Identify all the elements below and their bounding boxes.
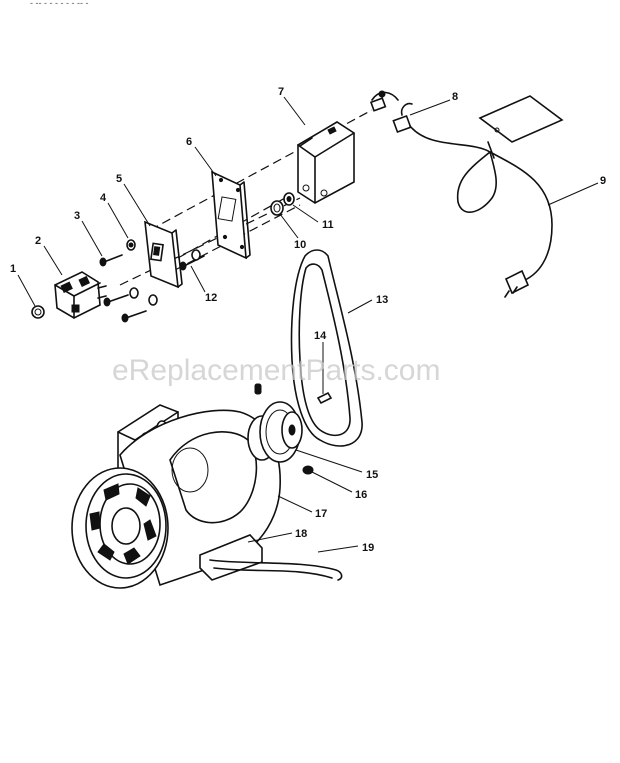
part-8-wire-connectors	[369, 90, 413, 134]
part-7-junction-box	[297, 121, 355, 204]
part-17-motor	[71, 404, 281, 589]
callout-13: 13	[376, 294, 388, 306]
part-14-key	[316, 391, 333, 405]
callout-9: 9	[600, 175, 606, 187]
part-3-screw	[99, 254, 123, 267]
part-10-grommet	[270, 200, 284, 216]
callout-10: 10	[294, 239, 306, 251]
mounting-screws	[103, 287, 158, 323]
callout-16-lower: 16	[355, 489, 367, 501]
leader-lines	[17, 96, 599, 553]
header-fragment: - -- - - - - - - -- -	[30, 0, 88, 8]
part-1-knob	[31, 305, 45, 319]
callout-numbers: 1 2 3 4 5 6 7 8 9 10 11 12 13 14 15 16 1…	[10, 86, 606, 554]
part-12-screw	[179, 249, 205, 271]
part-2-switch	[54, 271, 107, 319]
callout-18: 18	[295, 528, 307, 540]
callout-4: 4	[100, 192, 107, 204]
part-16-set-screw-top	[254, 383, 262, 395]
part-16-set-screw-bottom	[302, 465, 314, 475]
callout-6: 6	[186, 136, 192, 148]
callout-17: 17	[315, 508, 327, 520]
callout-15: 15	[366, 469, 378, 481]
part-15-pulley	[259, 401, 303, 463]
part-6-cover-plate	[211, 170, 251, 260]
callout-2: 2	[35, 235, 41, 247]
part-9-power-cord	[409, 95, 564, 298]
watermark-text: eReplacementParts.com	[112, 354, 440, 387]
callout-8: 8	[452, 91, 458, 103]
callout-1: 1	[10, 263, 16, 275]
part-19-motor-cord	[209, 559, 343, 581]
callout-19: 19	[362, 542, 374, 554]
callout-3: 3	[74, 210, 80, 222]
part-5-switch-plate	[144, 220, 183, 289]
callout-11: 11	[322, 219, 334, 231]
part-11-nut	[283, 192, 295, 206]
callout-5: 5	[116, 173, 122, 185]
callout-7: 7	[278, 86, 284, 98]
part-13-belt	[290, 249, 363, 447]
callout-12: 12	[205, 292, 217, 304]
part-4-nut	[126, 239, 136, 251]
callout-14: 14	[314, 330, 327, 342]
